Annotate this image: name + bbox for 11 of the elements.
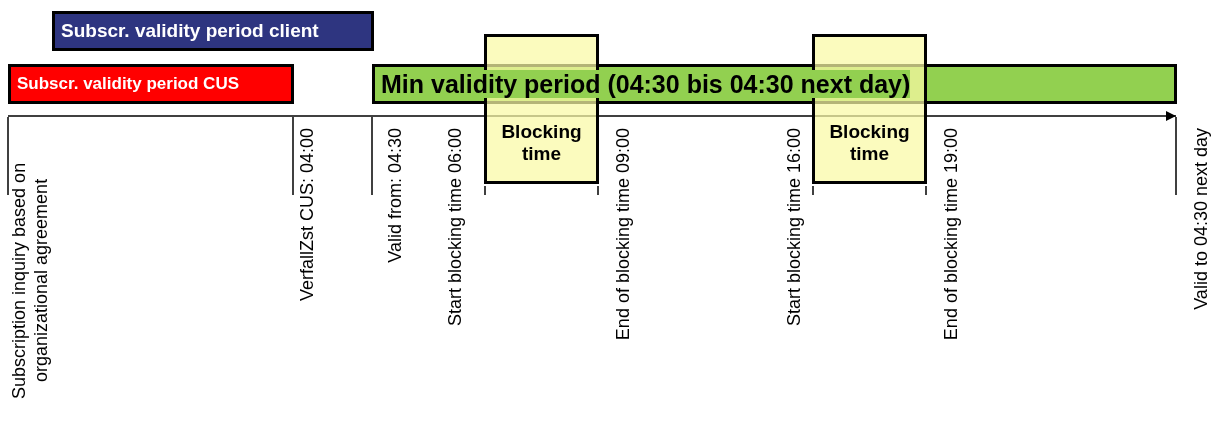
time-label: Start blocking time 06:00: [444, 128, 466, 327]
period-bar: Min validity period (04:30 bis 04:30 next day): [372, 64, 1177, 104]
time-label: VerfallZst CUS: 04:00: [296, 128, 318, 302]
time-label: Valid from: 04:30: [384, 128, 406, 263]
period-bar: Subscr. validity period CUS: [8, 64, 294, 104]
time-label: End of blocking time 19:00: [940, 128, 962, 341]
time-label: End of blocking time 09:00: [612, 128, 634, 341]
period-bar: Subscr. validity period client: [52, 11, 374, 51]
time-label: Start blocking time 16:00: [783, 128, 805, 327]
time-label: Subscription inquiry based on organizational agreement: [8, 161, 52, 401]
time-label: Valid to 04:30 next day: [1190, 128, 1212, 310]
